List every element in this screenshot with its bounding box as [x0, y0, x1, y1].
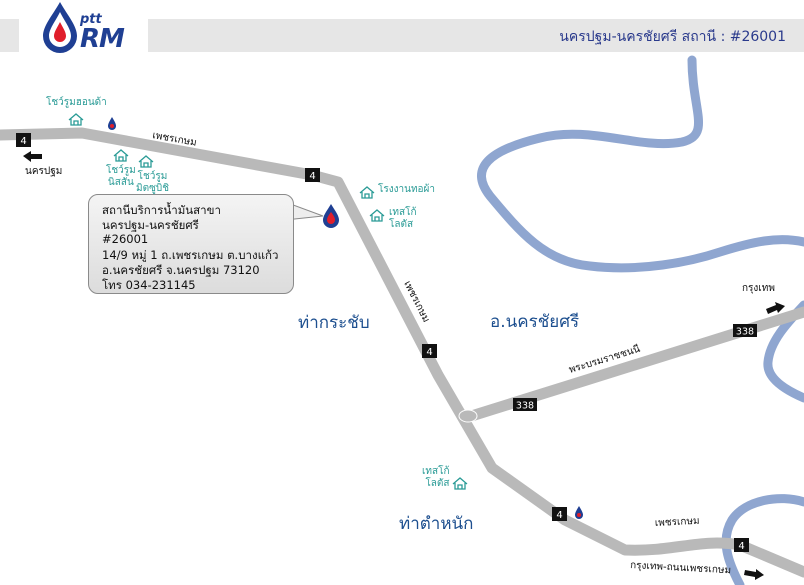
ptt-drop-icon	[43, 2, 77, 53]
ptt-station-icon	[108, 117, 116, 130]
station-info-line: สถานีบริการน้ำมันสาขา	[102, 203, 221, 217]
area-label-tha-krasap: ท่ากระชับ	[298, 313, 370, 333]
route-4-label: 4	[738, 541, 744, 552]
route-338-label: 338	[736, 327, 754, 338]
place-label-showroom-honda: โชว์รูมฮอนด้า	[46, 97, 107, 108]
house-icon	[359, 186, 375, 199]
place-label-line: โชว์รูม	[137, 171, 168, 182]
house-icon	[138, 155, 154, 168]
shield-group: 4 4 4 4 4 338	[16, 133, 757, 552]
river-upper	[477, 55, 804, 273]
house-icon	[113, 149, 129, 162]
place-label-tesco-lotus: เทสโก้ โลตัส	[422, 466, 450, 489]
river-lower	[721, 494, 804, 585]
place-label-line: มิตซูบิชิ	[136, 182, 170, 194]
house-icon	[452, 477, 468, 490]
place-label-line: โลตัส	[389, 218, 414, 230]
house-icon	[369, 209, 385, 222]
page-title: นครปฐม-นครชัยศรี สถานี : #26001	[559, 29, 786, 45]
header-bar-left	[0, 19, 19, 52]
route-4-label: 4	[20, 136, 26, 147]
route-338-shield: 338	[733, 324, 757, 338]
station-info-box: สถานีบริการน้ำมันสาขา นครปฐม-นครชัยศรี #…	[88, 194, 294, 294]
arrow-left-icon	[23, 151, 42, 162]
place-label-showroom-nissan: โชว์รูม นิสสัน	[106, 165, 136, 188]
route-4-shield: 4	[16, 133, 31, 147]
arrow-right-icon	[744, 569, 764, 580]
road-label-phetkasem: เพชรเกษม	[655, 516, 700, 529]
place-label-line: เทสโก้	[389, 207, 417, 218]
route-338-label: 338	[516, 401, 534, 412]
direction-label-bangkok: กรุงเทพ	[742, 283, 775, 294]
road-label-phetkasem-bangkok: กรุงเทพ-ถนนเพชรเกษม	[630, 560, 732, 576]
place-label-line: โชว์รูม	[106, 165, 136, 176]
house-icon	[68, 113, 84, 126]
station-info-line: อ.นครชัยศรี จ.นครปฐม 73120	[102, 263, 260, 277]
station-info-line: #26001	[102, 232, 149, 246]
direction-label-nakhon-pathom: นครปฐม	[25, 166, 63, 177]
place-label-line: นิสสัน	[107, 176, 134, 188]
arrow-right-icon	[766, 302, 785, 314]
area-label-tha-tam-nak: ท่าตำหนัก	[399, 514, 474, 534]
landmark-icons	[68, 113, 468, 490]
place-label-weaving-factory: โรงงานทอผ้า	[378, 184, 436, 195]
route-338-shield: 338	[513, 398, 537, 412]
station-info-line: โทร 034-231145	[102, 278, 196, 292]
route-4-label: 4	[309, 171, 315, 182]
route-4-shield: 4	[734, 538, 749, 552]
ptt-station-icon	[575, 506, 583, 519]
station-info-line: 14/9 หมู่ 1 ถ.เพชรเกษม ต.บางแก้ว	[102, 248, 279, 262]
route-4-shield: 4	[305, 168, 320, 182]
route-4-shield: 4	[552, 507, 567, 521]
ptt-station-icon	[323, 204, 339, 228]
area-label-nakhon-chai-si: อ.นครชัยศรี	[490, 312, 580, 332]
station-info-line: นครปฐม-นครชัยศรี	[102, 218, 199, 232]
header-bar	[148, 19, 804, 52]
place-label-line: โลตัส	[425, 477, 450, 489]
logo-rm-text: RM	[80, 24, 125, 54]
place-label-showroom-mitsubishi: โชว์รูม มิตซูบิชิ	[136, 171, 169, 194]
place-label-line: เทสโก้	[422, 466, 450, 477]
logo-ptt-text: ptt	[80, 12, 102, 27]
junction-circle	[458, 409, 478, 423]
ptt-rm-logo: ptt RM	[38, 0, 148, 56]
route-4-shield: 4	[422, 344, 437, 358]
road-phetkasem-main	[306, 169, 804, 578]
route-4-label: 4	[426, 347, 432, 358]
route-4-label: 4	[556, 510, 562, 521]
place-label-tesco-lotus: เทสโก้ โลตัส	[389, 207, 417, 230]
